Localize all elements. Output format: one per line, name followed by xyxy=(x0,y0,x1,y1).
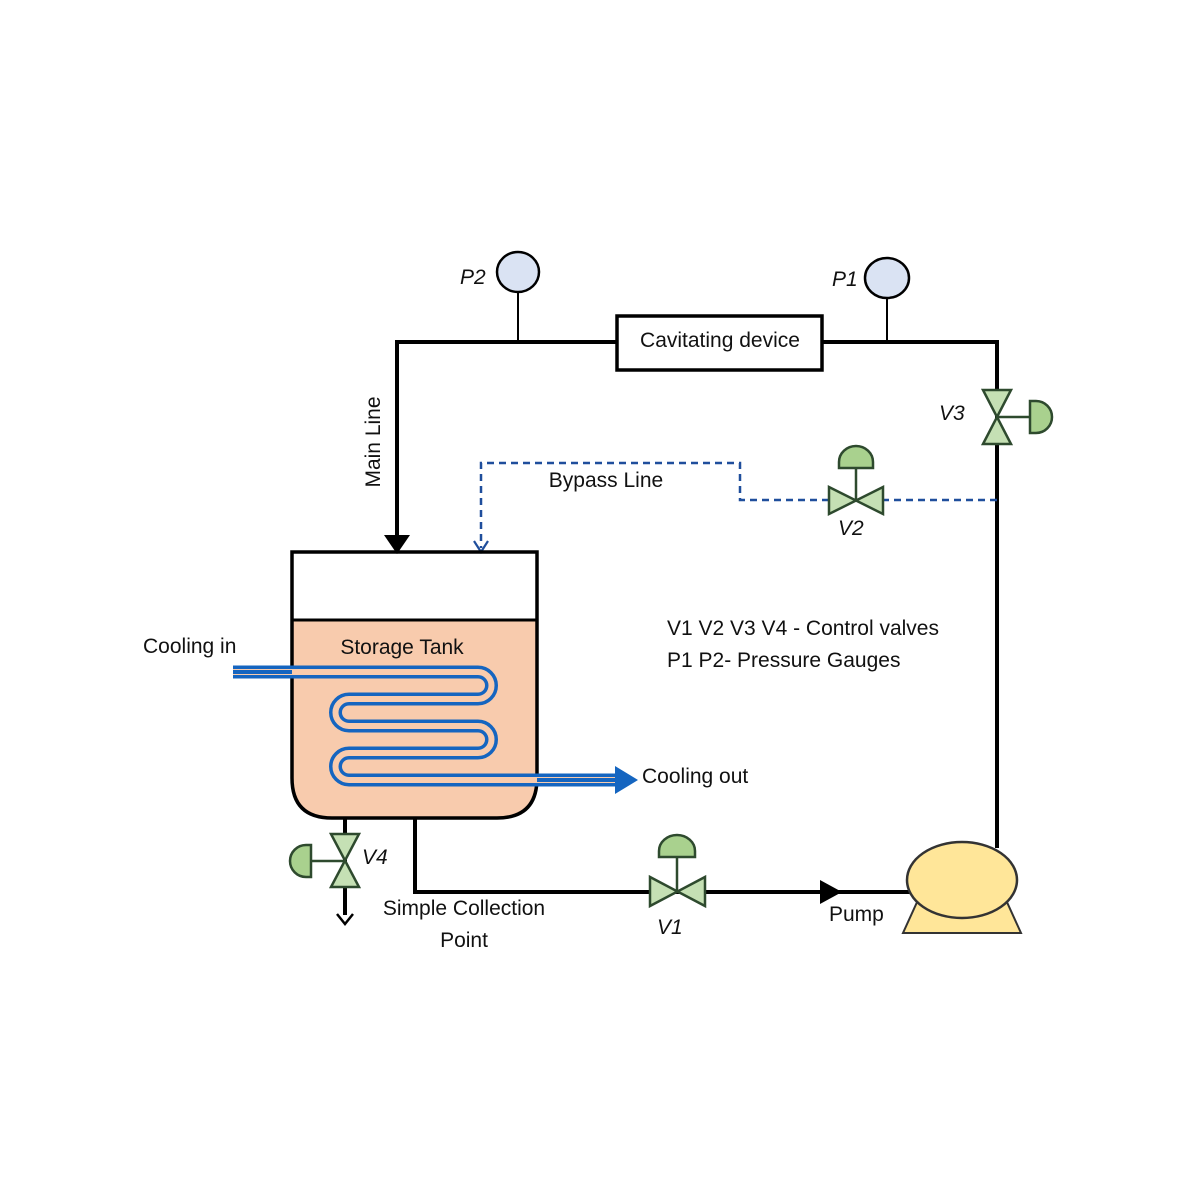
pump-inlet-arrow xyxy=(820,880,842,904)
main-line-arrow xyxy=(384,535,410,554)
bypass-line xyxy=(479,461,997,548)
valve-label-v4: V4 xyxy=(362,846,388,869)
valve-actuator-icon xyxy=(657,833,697,859)
cooling-coil xyxy=(233,665,638,794)
drain-arrow xyxy=(336,913,354,927)
gauge-dial-icon xyxy=(863,256,911,300)
main-line-label: Main Line xyxy=(362,396,385,487)
discharge-pipe xyxy=(822,340,999,848)
valve-actuator-icon xyxy=(1028,399,1054,435)
cavitating-device: Cavitating device xyxy=(615,314,824,372)
gauge-label-p1: P1 xyxy=(832,268,858,291)
suction-pipe xyxy=(413,818,915,894)
valve-label-v1: V1 xyxy=(657,916,683,939)
cavitating-device-label: Cavitating device xyxy=(640,329,800,352)
valve-label-v2: V2 xyxy=(838,517,864,540)
control-valve-v1: V1 xyxy=(648,833,707,939)
pressure-gauge-p2: P2 xyxy=(460,250,541,342)
legend-valves-text: V1 V2 V3 V4 - Control valves xyxy=(667,617,939,640)
cooling-out-label: Cooling out xyxy=(642,765,748,788)
pressure-gauge-p1: P1 xyxy=(832,256,911,342)
bypass-line-label: Bypass Line xyxy=(549,469,663,492)
main-line-pipe xyxy=(395,340,617,538)
control-valve-v3: V3 xyxy=(939,388,1054,446)
cooling-out-arrow xyxy=(615,766,638,794)
valve-actuator-icon xyxy=(288,843,313,879)
control-valve-v2: V2 xyxy=(827,444,885,540)
valve-body-icon xyxy=(827,484,885,517)
pump-body-icon xyxy=(905,840,1019,920)
tank-outline xyxy=(290,550,539,820)
pump-label: Pump xyxy=(829,903,884,926)
control-valve-v4: V4 xyxy=(288,832,388,889)
legend: V1 V2 V3 V4 - Control valves P1 P2- Pres… xyxy=(667,617,939,672)
legend-gauges-text: P1 P2- Pressure Gauges xyxy=(667,649,900,672)
cooling-in-label: Cooling in xyxy=(143,635,236,658)
storage-tank-label: Storage Tank xyxy=(340,636,464,659)
collection-point-label-line1: Simple Collection xyxy=(383,897,545,920)
gauge-label-p2: P2 xyxy=(460,266,486,289)
gauge-dial-icon xyxy=(495,250,541,294)
valve-actuator-icon xyxy=(837,444,875,470)
pump: Pump xyxy=(829,840,1023,934)
valve-label-v3: V3 xyxy=(939,402,965,425)
collection-point-label-line2: Point xyxy=(440,929,488,952)
